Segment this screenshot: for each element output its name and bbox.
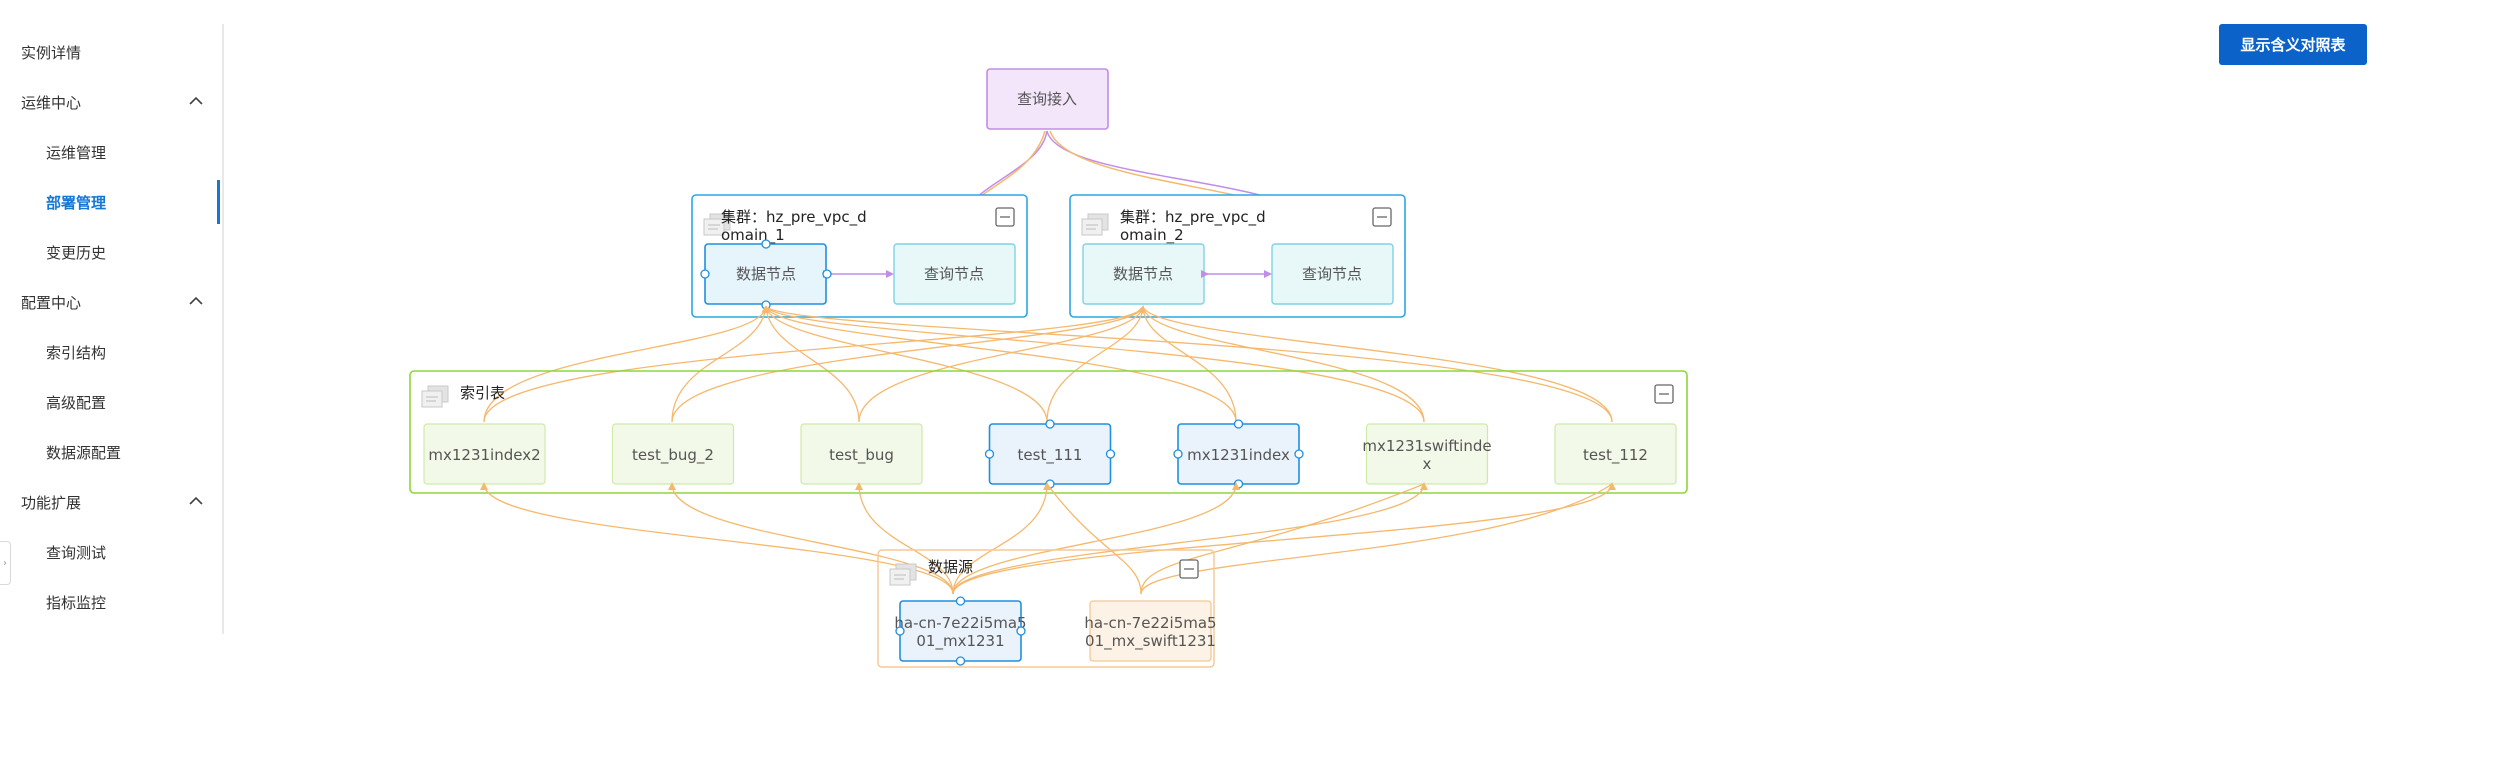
data-node[interactable]: 数据节点 bbox=[1082, 243, 1205, 305]
cluster-title-line2: omain_2 bbox=[1120, 226, 1184, 245]
cluster-title-line1: 集群：hz_pre_vpc_d bbox=[721, 208, 867, 227]
query-node[interactable]: 查询节点 bbox=[1271, 243, 1394, 305]
sidebar-item-metrics-monitor[interactable]: 指标监控 bbox=[0, 580, 220, 624]
connection-ports bbox=[895, 596, 1026, 666]
sidebar-item-instance-details[interactable]: 实例详情 bbox=[0, 30, 220, 74]
cluster-icon bbox=[1081, 213, 1109, 236]
sidebar-item-datasource-config[interactable]: 数据源配置 bbox=[0, 430, 220, 474]
show-legend-button[interactable]: 显示含义对照表 bbox=[2219, 24, 2367, 65]
index-table-node-label: test_111 bbox=[1018, 446, 1083, 465]
cluster-group-2: 集群：hz_pre_vpc_d omain_2 数据节点 查询节点 bbox=[1069, 194, 1406, 318]
collapse-cluster-button[interactable] bbox=[995, 207, 1015, 227]
sidebar-item-label: 功能扩展 bbox=[21, 493, 82, 512]
index-table-group: 索引表 bbox=[409, 370, 1688, 494]
datasources: ha-cn-7e22i5ma501_mx1231ha-cn-7e22i5ma50… bbox=[894, 596, 1217, 666]
index-group-title: 索引表 bbox=[460, 384, 505, 402]
sidebar: 实例详情 运维中心 运维管理 部署管理 变更历史 配置中心 索引结构 高级配置 … bbox=[0, 24, 224, 634]
chevron-up-icon bbox=[189, 496, 203, 505]
sidebar-item-ops-management[interactable]: 运维管理 bbox=[0, 130, 220, 174]
query-access-node[interactable]: 查询接入 bbox=[986, 68, 1109, 130]
cluster-title-line2: omain_1 bbox=[721, 226, 785, 245]
index-table-node[interactable]: test_bug bbox=[800, 423, 923, 485]
sidebar-group-ops-center[interactable]: 运维中心 bbox=[0, 80, 220, 124]
sidebar-item-label: 运维中心 bbox=[21, 93, 82, 112]
datasource-node-label-line2: 01_mx1231 bbox=[916, 632, 1004, 651]
sidebar-item-label: 指标监控 bbox=[46, 593, 107, 612]
index-table-node-label-line1: mx1231swiftinde bbox=[1362, 437, 1491, 455]
sidebar-item-label: 实例详情 bbox=[21, 43, 82, 62]
index-table-node-label-line2: x bbox=[1423, 455, 1432, 473]
index-table-node[interactable]: test_112 bbox=[1554, 423, 1677, 485]
collapse-index-group-button[interactable] bbox=[1654, 384, 1674, 404]
collapse-cluster-button[interactable] bbox=[1372, 207, 1392, 227]
sidebar-group-config-center[interactable]: 配置中心 bbox=[0, 280, 220, 324]
index-to-data-node-edges bbox=[483, 305, 1613, 423]
sidebar-item-label: 查询测试 bbox=[46, 543, 107, 562]
index-table-node[interactable]: test_111 bbox=[984, 419, 1116, 489]
data-node-label: 数据节点 bbox=[736, 265, 796, 283]
datasource-node-label-line1: ha-cn-7e22i5ma5 bbox=[894, 614, 1026, 632]
chevron-up-icon bbox=[189, 296, 203, 305]
index-table-node-label: test_bug bbox=[829, 446, 894, 465]
sidebar-item-label: 运维管理 bbox=[46, 143, 107, 162]
index-table-node-label: mx1231index bbox=[1187, 446, 1290, 464]
query-access-label: 查询接入 bbox=[1017, 90, 1077, 108]
chevron-right-icon: › bbox=[3, 557, 7, 569]
cluster-group-1: 集群：hz_pre_vpc_d omain_1 数据节点 查询节点 bbox=[691, 194, 1028, 318]
collapse-datasource-group-button[interactable] bbox=[1179, 559, 1199, 579]
sidebar-collapse-handle[interactable]: › bbox=[0, 541, 11, 585]
index-table-node-label: test_bug_2 bbox=[632, 446, 714, 465]
index-table-node[interactable]: mx1231index bbox=[1173, 419, 1304, 489]
index-table-node-label: test_112 bbox=[1583, 446, 1648, 465]
index-tables: mx1231index2 test_bug_2 test_bug test_111 mx… bbox=[423, 419, 1677, 489]
index-table-node[interactable]: test_bug_2 bbox=[611, 423, 735, 485]
cluster-title-line1: 集群：hz_pre_vpc_d bbox=[1120, 208, 1266, 227]
query-node-label: 查询节点 bbox=[1302, 265, 1362, 283]
datasource-group-icon bbox=[889, 563, 917, 586]
cluster-icon bbox=[703, 213, 731, 236]
chevron-up-icon bbox=[189, 96, 203, 105]
sidebar-item-label: 部署管理 bbox=[46, 193, 107, 212]
sidebar-item-label: 高级配置 bbox=[46, 393, 107, 412]
index-table-node-label: mx1231index2 bbox=[428, 446, 540, 464]
datasource-node-label-line1: ha-cn-7e22i5ma5 bbox=[1084, 614, 1216, 632]
datasource-to-index-edges bbox=[480, 482, 1616, 595]
sidebar-item-advanced-config[interactable]: 高级配置 bbox=[0, 380, 220, 424]
sidebar-item-label: 索引结构 bbox=[46, 343, 107, 362]
data-node-label: 数据节点 bbox=[1113, 265, 1173, 283]
datasource-group-title: 数据源 bbox=[928, 558, 973, 576]
query-node[interactable]: 查询节点 bbox=[893, 243, 1016, 305]
sidebar-item-deployment-management[interactable]: 部署管理 bbox=[0, 180, 220, 224]
data-node[interactable]: 数据节点 bbox=[704, 243, 827, 305]
sidebar-item-index-structure[interactable]: 索引结构 bbox=[0, 330, 220, 374]
index-table-node[interactable]: mx1231index2 bbox=[423, 423, 546, 485]
datasource-group: 数据源 bbox=[877, 549, 1215, 668]
datasource-node-label-line2: 01_mx_swift1231 bbox=[1085, 632, 1216, 651]
sidebar-item-change-history[interactable]: 变更历史 bbox=[0, 230, 220, 274]
index-group-icon bbox=[421, 385, 449, 408]
sidebar-item-label: 变更历史 bbox=[46, 243, 107, 262]
sidebar-item-label: 配置中心 bbox=[21, 293, 82, 312]
sidebar-item-query-test[interactable]: 查询测试 bbox=[0, 530, 220, 574]
query-node-label: 查询节点 bbox=[924, 265, 984, 283]
sidebar-group-extensions[interactable]: 功能扩展 bbox=[0, 480, 220, 524]
sidebar-item-label: 数据源配置 bbox=[46, 443, 122, 462]
